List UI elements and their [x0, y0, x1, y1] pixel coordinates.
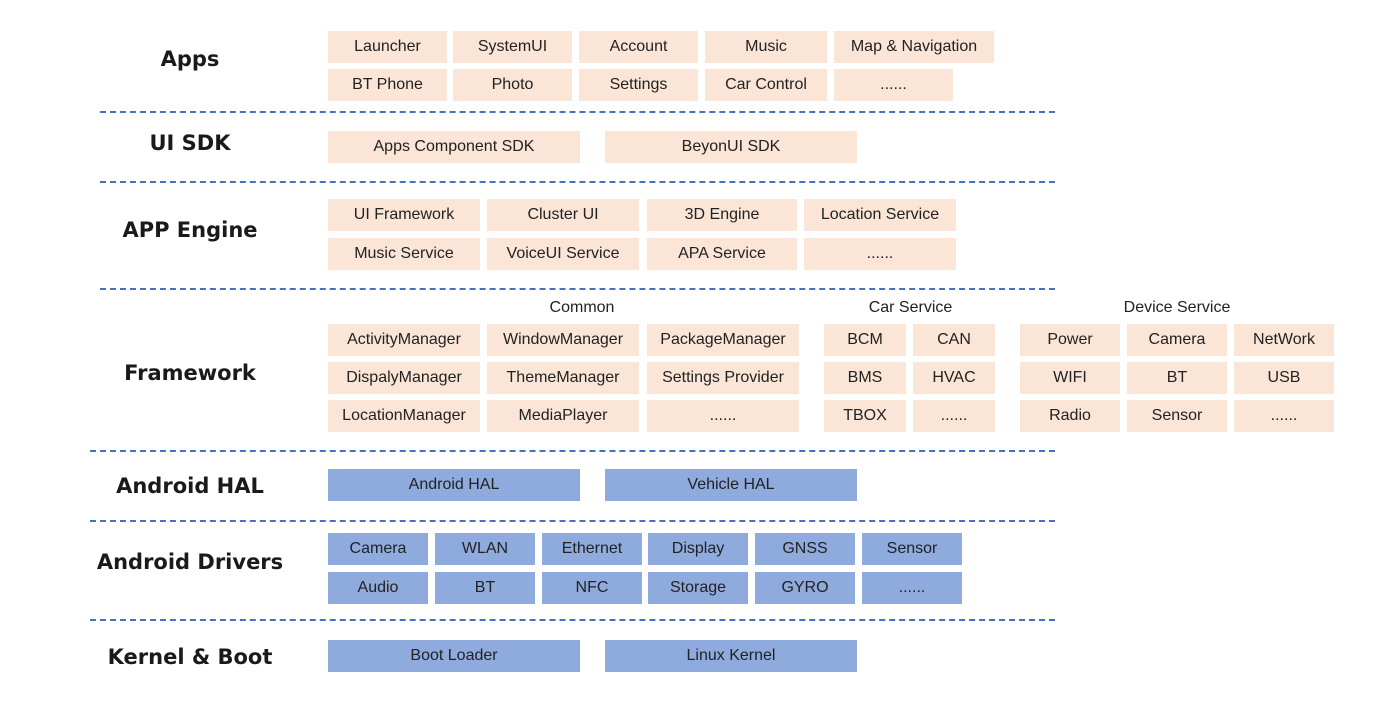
framework-common-box: LocationManager: [328, 400, 480, 432]
app-engine-box: Music Service: [328, 238, 480, 270]
framework-device-service-box: Radio: [1020, 400, 1120, 432]
driver-box: BT: [435, 572, 535, 604]
vehicle-hal-box: Vehicle HAL: [605, 469, 857, 501]
driver-box: Ethernet: [542, 533, 642, 565]
framework-device-service-box: Camera: [1127, 324, 1227, 356]
framework-common-box: PackageManager: [647, 324, 799, 356]
framework-car-service-box: BCM: [824, 324, 906, 356]
group-title-common: Common: [549, 299, 615, 316]
framework-device-service-box: Sensor: [1127, 400, 1227, 432]
driver-box: Sensor: [862, 533, 962, 565]
app-engine-box: APA Service: [647, 238, 797, 270]
driver-box: Display: [648, 533, 748, 565]
android-hal-box: Android HAL: [328, 469, 580, 501]
driver-box: Storage: [648, 572, 748, 604]
group-title-device-service: Device Service: [1123, 299, 1231, 316]
app-engine-box: VoiceUI Service: [487, 238, 639, 270]
framework-common-box: ActivityManager: [328, 324, 480, 356]
app-engine-box: 3D Engine: [647, 199, 797, 231]
app-box: Account: [579, 31, 698, 63]
framework-car-service-box: CAN: [913, 324, 995, 356]
framework-common-box: ......: [647, 400, 799, 432]
app-box: Car Control: [705, 69, 827, 101]
framework-car-service-box: BMS: [824, 362, 906, 394]
framework-car-service-box: ......: [913, 400, 995, 432]
driver-box: ......: [862, 572, 962, 604]
driver-box: NFC: [542, 572, 642, 604]
separator-ui-sdk: [100, 181, 1055, 183]
separator-app-engine: [100, 288, 1055, 290]
ui-sdk-box: BeyonUI SDK: [605, 131, 857, 163]
framework-common-box: MediaPlayer: [487, 400, 639, 432]
separator-android-hal: [90, 520, 1055, 522]
layer-label-android-drivers: Android Drivers: [96, 550, 284, 574]
ui-sdk-box: Apps Component SDK: [328, 131, 580, 163]
app-engine-box: Cluster UI: [487, 199, 639, 231]
framework-common-box: DispalyManager: [328, 362, 480, 394]
app-box: SystemUI: [453, 31, 572, 63]
framework-device-service-box: ......: [1234, 400, 1334, 432]
app-box: Settings: [579, 69, 698, 101]
driver-box: GNSS: [755, 533, 855, 565]
group-title-car-service: Car Service: [868, 299, 953, 316]
app-engine-box: Location Service: [804, 199, 956, 231]
framework-common-box: WindowManager: [487, 324, 639, 356]
layer-label-kernel-boot: Kernel & Boot: [107, 645, 273, 669]
separator-android-drivers: [90, 619, 1055, 621]
layer-label-ui-sdk: UI SDK: [149, 131, 231, 155]
framework-car-service-box: HVAC: [913, 362, 995, 394]
framework-car-service-box: TBOX: [824, 400, 906, 432]
framework-device-service-box: NetWork: [1234, 324, 1334, 356]
framework-device-service-box: BT: [1127, 362, 1227, 394]
linux-kernel-box: Linux Kernel: [605, 640, 857, 672]
driver-box: WLAN: [435, 533, 535, 565]
framework-common-box: Settings Provider: [647, 362, 799, 394]
app-box: BT Phone: [328, 69, 447, 101]
app-box: Launcher: [328, 31, 447, 63]
app-engine-box: ......: [804, 238, 956, 270]
app-box: ......: [834, 69, 953, 101]
framework-device-service-box: USB: [1234, 362, 1334, 394]
app-box: Map & Navigation: [834, 31, 994, 63]
layer-label-app-engine: APP Engine: [122, 218, 258, 242]
separator-apps: [100, 111, 1055, 113]
framework-device-service-box: Power: [1020, 324, 1120, 356]
app-engine-box: UI Framework: [328, 199, 480, 231]
layer-label-android-hal: Android HAL: [116, 474, 264, 498]
layer-label-framework: Framework: [124, 361, 256, 385]
driver-box: GYRO: [755, 572, 855, 604]
driver-box: Audio: [328, 572, 428, 604]
separator-framework: [90, 450, 1055, 452]
framework-device-service-box: WIFI: [1020, 362, 1120, 394]
layer-label-apps: Apps: [160, 47, 220, 71]
app-box: Photo: [453, 69, 572, 101]
driver-box: Camera: [328, 533, 428, 565]
boot-loader-box: Boot Loader: [328, 640, 580, 672]
framework-common-box: ThemeManager: [487, 362, 639, 394]
app-box: Music: [705, 31, 827, 63]
